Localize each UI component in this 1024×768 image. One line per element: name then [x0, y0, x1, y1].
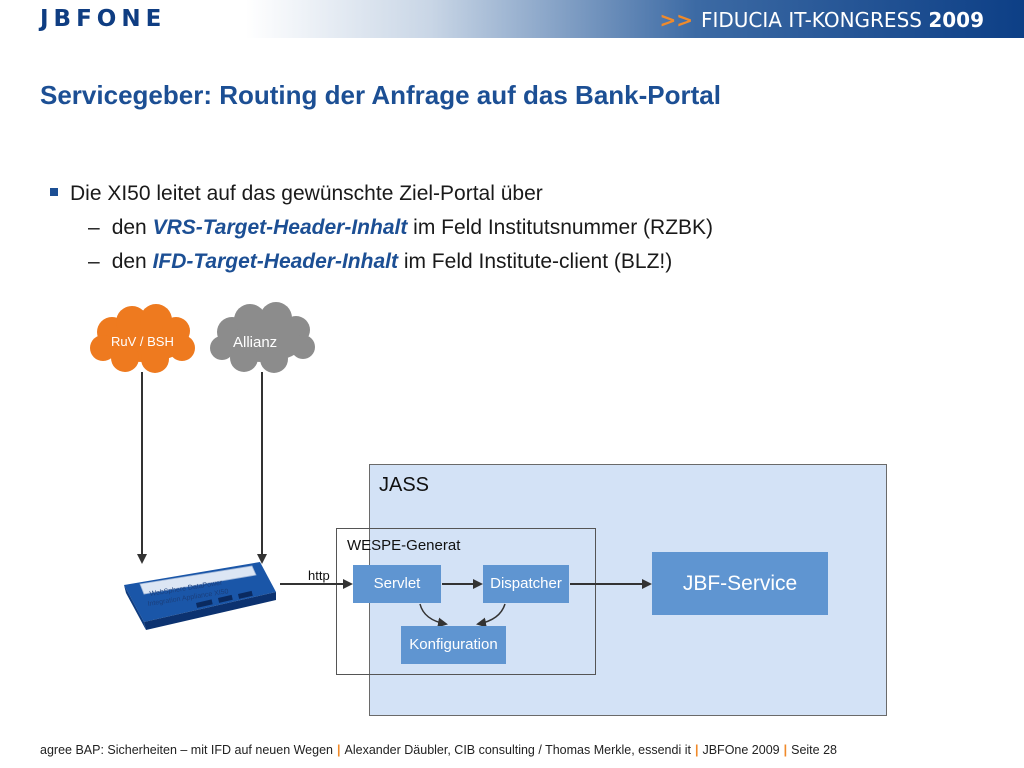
wespe-label: WESPE-Generat: [347, 537, 461, 554]
footer: agree BAP: Sicherheiten – mit IFD auf ne…: [40, 743, 837, 757]
footer-event: JBFOne 2009: [702, 743, 780, 757]
bullet-vrs-emph: VRS-Target-Header-Inhalt: [152, 216, 408, 239]
dash-bullet: –: [88, 250, 100, 273]
bullet-ifd-post: im Feld Institute-client (BLZ!): [397, 250, 673, 273]
jbf-service-box: JBF-Service: [652, 552, 828, 615]
footer-separator: |: [783, 743, 788, 757]
congress-text: FIDUCIA IT-KONGRESS: [700, 8, 922, 32]
dash-bullet: –: [88, 216, 100, 239]
header-bar: [0, 0, 1024, 38]
jbfone-logo: JBFONE: [40, 6, 167, 32]
footer-authors: Alexander Däubler, CIB consulting / Thom…: [344, 743, 691, 757]
servlet-box: Servlet: [353, 565, 441, 603]
arrow-servlet-to-konfiguration: [419, 603, 448, 628]
arrow-dispatcher-to-konfiguration: [476, 603, 506, 628]
bullet-main: Die XI50 leitet auf das gewünschte Ziel-…: [50, 182, 543, 206]
congress-arrows: >>: [659, 8, 693, 32]
cloud-allianz-label: Allianz: [233, 334, 278, 351]
footer-separator: |: [337, 743, 341, 757]
datapower-appliance-icon: WebSphere DataPower Integration Applianc…: [124, 562, 276, 630]
bullet-ifd-pre: den: [111, 250, 153, 273]
wespe-container: [336, 528, 596, 675]
bullet-sub-vrs: –den VRS-Target-Header-Inhalt im Feld In…: [88, 216, 713, 240]
bullet-sub-ifd: –den IFD-Target-Header-Inhalt im Feld In…: [88, 250, 672, 274]
cloud-ruv-label: RuV / BSH: [111, 334, 174, 349]
square-bullet-icon: [50, 188, 58, 197]
cloud-allianz-icon: [210, 302, 315, 373]
footer-separator: |: [694, 743, 699, 757]
page-title: Servicegeber: Routing der Anfrage auf da…: [40, 80, 721, 110]
footer-title: agree BAP: Sicherheiten – mit IFD auf ne…: [40, 743, 333, 757]
http-label: http: [308, 568, 330, 583]
jass-label: JASS: [379, 474, 430, 496]
bullet-main-text: Die XI50 leitet auf das gewünschte Ziel-…: [70, 182, 543, 205]
konfiguration-box: Konfiguration: [401, 626, 506, 664]
cloud-ruv-icon: [90, 304, 195, 373]
footer-page: Seite 28: [791, 743, 837, 757]
dispatcher-box: Dispatcher: [483, 565, 569, 603]
congress-year: 2009: [928, 8, 984, 32]
bullet-vrs-post: im Feld Institutsnummer (RZBK): [407, 216, 714, 239]
bullet-vrs-pre: den: [111, 216, 153, 239]
congress-banner: >> FIDUCIA IT-KONGRESS 2009: [659, 8, 984, 32]
bullet-ifd-emph: IFD-Target-Header-Inhalt: [152, 250, 398, 273]
